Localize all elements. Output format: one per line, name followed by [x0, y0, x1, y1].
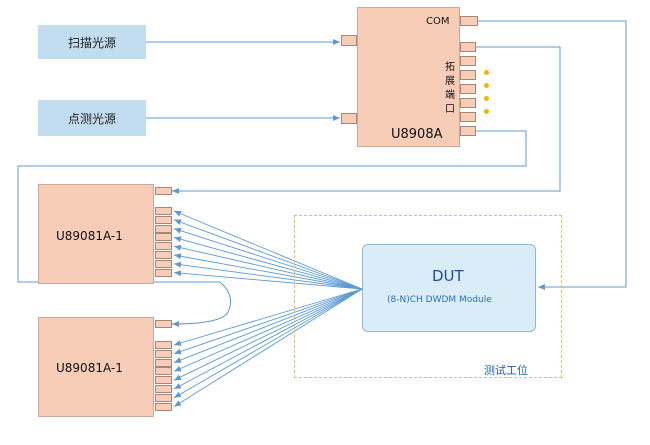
main-input-port-2 — [341, 113, 357, 124]
switch-output-port — [155, 402, 172, 411]
fan-out-line — [173, 219, 363, 290]
switch-output-port — [155, 349, 172, 358]
switch-output-port — [155, 242, 172, 251]
fan-out-line — [173, 288, 363, 346]
switch-unit-lower — [38, 317, 154, 417]
wire-main-to-upper-switch — [172, 46, 561, 194]
dut-box — [362, 244, 536, 332]
dut-subtitle: (8-N)CH DWDM Module — [387, 295, 492, 305]
switch-output-port — [155, 393, 172, 402]
spot-light-source-label: 点测光源 — [67, 111, 116, 126]
switch-unit-upper — [38, 184, 154, 284]
switch-input-port — [155, 320, 172, 328]
expansion-port-char-2: 展 — [445, 76, 455, 87]
switch-output-port — [155, 268, 172, 277]
switch-output-port — [155, 233, 172, 242]
switch-input-port — [155, 187, 172, 195]
switch-output-port — [155, 376, 172, 385]
switch-output-port — [155, 224, 172, 233]
expansion-port — [460, 70, 476, 80]
switch-output-port — [155, 215, 172, 224]
switch-output-port — [155, 367, 172, 376]
continuation-dot — [484, 96, 489, 101]
switch-output-port — [155, 207, 172, 215]
expansion-port — [460, 98, 476, 108]
expansion-port-char-4: 口 — [445, 104, 455, 115]
main-unit-u8908a — [357, 7, 460, 147]
spot-light-source: 点测光源 — [38, 100, 146, 136]
com-port — [460, 16, 478, 26]
switch-unit-upper-model: U89081A-1 — [56, 229, 123, 243]
wire-com-to-dut — [478, 20, 627, 290]
fan-out-line — [173, 288, 363, 407]
switch-output-port — [155, 341, 172, 349]
dut-title: DUT — [432, 267, 464, 285]
fan-out-line — [173, 288, 363, 399]
fan-out-line — [173, 236, 363, 290]
com-label: COM — [426, 16, 450, 27]
fan-out-line — [173, 288, 363, 364]
switch-output-port — [155, 385, 172, 393]
fan-out-line — [173, 253, 363, 290]
main-unit-model: U8908A — [391, 127, 443, 142]
fan-out-line — [173, 244, 363, 290]
fan-out-line — [173, 210, 363, 290]
fan-out-line — [173, 288, 363, 390]
expansion-port — [460, 42, 476, 52]
fan-out-line — [173, 288, 363, 372]
switch-output-port — [155, 251, 172, 259]
switch-unit-lower-model: U89081A-1 — [56, 361, 123, 375]
fan-out-line — [173, 227, 363, 290]
switch-output-port — [155, 358, 172, 367]
expansion-port — [460, 126, 476, 136]
fan-out-lines — [173, 210, 363, 407]
fan-out-line — [173, 288, 363, 381]
expansion-port — [460, 56, 476, 66]
expansion-port — [460, 112, 476, 122]
main-input-port-1 — [341, 35, 357, 46]
fan-out-line — [173, 288, 363, 355]
fan-out-line — [173, 261, 363, 290]
scan-light-source: 扫描光源 — [38, 25, 146, 59]
continuation-dot — [484, 109, 489, 114]
expansion-port-char-3: 端 — [445, 90, 455, 101]
test-station-label: 测试工位 — [484, 364, 528, 377]
continuation-dot — [484, 83, 489, 88]
scan-light-source-label: 扫描光源 — [67, 35, 116, 50]
test-station-frame — [294, 215, 562, 378]
continuation-dot — [484, 70, 489, 75]
switch-output-port — [155, 259, 172, 268]
fan-out-line — [173, 270, 363, 290]
expansion-port — [460, 84, 476, 94]
expansion-port-char-1: 拓 — [445, 62, 455, 73]
